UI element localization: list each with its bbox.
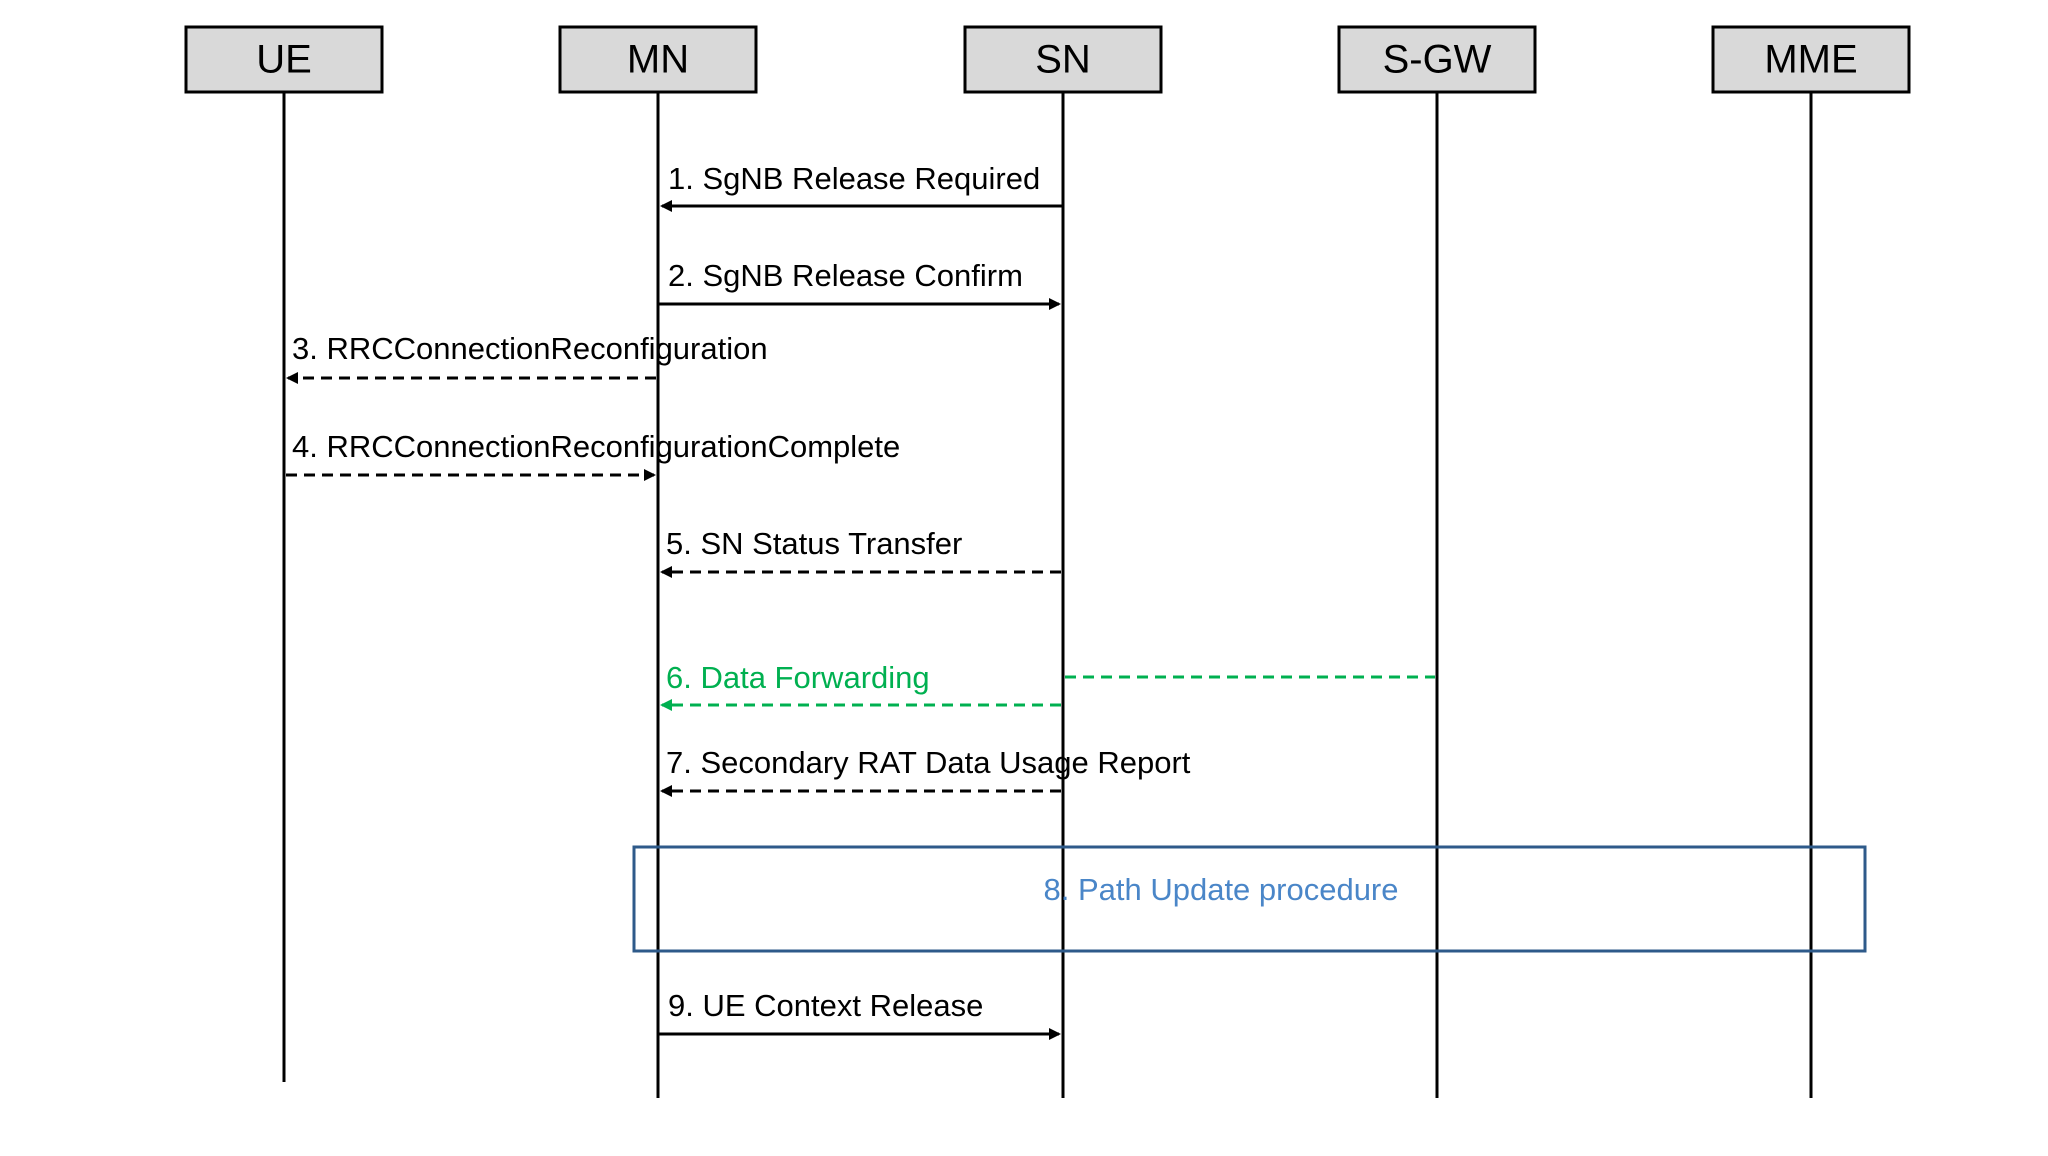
message-4-label: 4. RRCConnectionReconfigurationComplete	[292, 429, 900, 464]
entity-ue-label: UE	[256, 38, 312, 82]
message-1-label: 1. SgNB Release Required	[668, 161, 1040, 196]
message-6-label: 6. Data Forwarding	[666, 660, 930, 695]
entity-mn: MN	[558, 25, 758, 94]
procedure-box	[632, 845, 1867, 953]
entity-sn-label: SN	[1035, 38, 1091, 82]
path-update-procedure: 8. Path Update procedure	[632, 845, 1867, 953]
entity-mme: MME	[1711, 25, 1911, 94]
message-7-label: 7. Secondary RAT Data Usage Report	[666, 745, 1191, 780]
message-3-label: 3. RRCConnectionReconfiguration	[292, 331, 768, 366]
entity-sn: SN	[963, 25, 1163, 94]
entity-sgw-label: S-GW	[1383, 38, 1492, 82]
entity-sgw: S-GW	[1337, 25, 1537, 94]
entity-mn-label: MN	[627, 38, 689, 82]
message-5-label: 5. SN Status Transfer	[666, 526, 962, 561]
entity-mme-label: MME	[1764, 38, 1857, 82]
entity-ue: UE	[184, 25, 384, 94]
message-9-label: 9. UE Context Release	[668, 988, 983, 1023]
procedure-label: 8. Path Update procedure	[1043, 872, 1398, 907]
message-2-label: 2. SgNB Release Confirm	[668, 258, 1023, 293]
